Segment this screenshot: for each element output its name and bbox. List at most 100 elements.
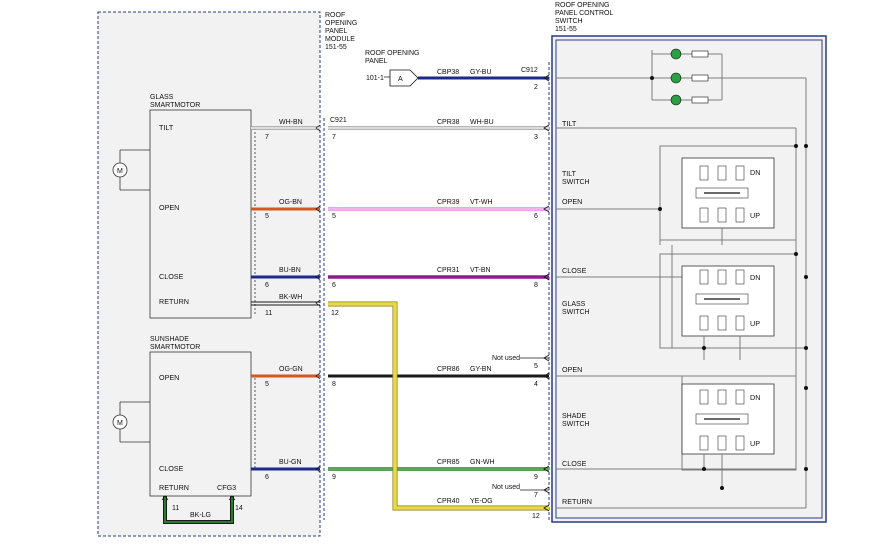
control-switch-title: ROOF OPENING PANEL CONTROL SWITCH 151-55 — [555, 2, 615, 33]
jumper-pin-a: 11 — [172, 505, 179, 512]
resistor-icon-1 — [691, 50, 709, 58]
control-switch-panel-inner — [555, 39, 823, 519]
jumper-pin-b: 14 — [235, 505, 243, 512]
glass-dn: DN — [750, 273, 760, 282]
glass-contact-4 — [699, 315, 709, 331]
not-used-upper: Not used — [492, 355, 520, 362]
right-color-0: WH-BU — [470, 119, 494, 126]
sw-close-label: CLOSE — [562, 266, 587, 275]
glass-contact-5 — [717, 315, 727, 331]
glass-close-label: CLOSE — [159, 272, 184, 281]
right-color-2: VT-BN — [470, 267, 491, 274]
shade-dn: DN — [750, 393, 760, 402]
tilt-contact-2 — [717, 165, 727, 181]
lamp-icon-1 — [670, 48, 682, 60]
jumper-wire-bk-lg-stripe — [164, 496, 233, 523]
left-pin-a-2: 6 — [265, 282, 269, 289]
tilt-up: UP — [750, 211, 760, 220]
resistor-icon-2 — [691, 74, 709, 82]
right-circuit-5: CPR85 — [437, 459, 460, 466]
tilt-switch-outer — [659, 145, 797, 241]
arrow-pin-5 — [543, 354, 550, 362]
ref-101-1: 101-1 — [366, 75, 384, 82]
lamp-1 — [670, 48, 709, 60]
tilt-switch-title: TILT SWITCH — [562, 171, 590, 186]
jumper-arrow-left — [161, 495, 169, 501]
glass-motor-icon — [112, 162, 128, 178]
glass-open-label: OPEN — [159, 203, 179, 212]
left-pin-a-0: 7 — [265, 134, 269, 141]
left-pin-a-3: 11 — [265, 310, 272, 317]
junction-11 — [720, 486, 724, 490]
shade-motor-icon — [112, 414, 128, 430]
left-pin-b-5: 9 — [332, 474, 336, 481]
wire-return-yellow — [328, 301, 549, 511]
right-color-1: VT-WH — [470, 199, 493, 206]
sunshade-motor-title: SUNSHADE SMARTMOTOR — [150, 336, 200, 351]
right-pin-6: 7 — [534, 492, 538, 499]
junction-12 — [702, 467, 706, 471]
right-circuit-2: CPR31 — [437, 267, 460, 274]
left-pin-b-4: 8 — [332, 381, 336, 388]
right-pin-5: 9 — [534, 474, 538, 481]
sunshade-motor-box — [149, 351, 252, 497]
shade-return-label: RETURN — [159, 483, 189, 492]
right-pin-1: 6 — [534, 213, 538, 220]
ref-flag — [389, 69, 419, 87]
left-color-3: BK-WH — [279, 294, 302, 301]
tilt-dn: DN — [750, 168, 760, 177]
tilt-contact-6 — [735, 207, 745, 223]
arrow-pin-4 — [543, 372, 550, 380]
lamp-icon-3 — [670, 94, 682, 106]
lamp-2 — [670, 72, 709, 84]
not-used-lower: Not used — [492, 484, 520, 491]
c921-label: C921 — [330, 117, 347, 124]
wire-return-yellow-fill — [328, 302, 549, 510]
glass-tilt-label: TILT — [159, 123, 174, 132]
arrow-c921-2 — [315, 205, 321, 213]
jumper-arrow-right — [228, 495, 236, 501]
roof-module-title: ROOF OPENING PANEL MODULE 151-55 — [325, 12, 359, 51]
left-pin-b-0: 7 — [332, 134, 336, 141]
top-pin: 2 — [534, 84, 538, 91]
right-pin-0: 3 — [534, 134, 538, 141]
left-pin-b-3: 12 — [331, 310, 339, 317]
left-pin-b-2: 6 — [332, 282, 336, 289]
top-color: GY-BU — [470, 69, 492, 76]
tilt-contact-5 — [717, 207, 727, 223]
arrow-pin-9 — [543, 465, 550, 473]
arrow-pin-2 — [543, 74, 550, 82]
glass-contact-2 — [717, 269, 727, 285]
left-pin-a-5: 6 — [265, 474, 269, 481]
left-color-1: OG-BN — [279, 199, 302, 206]
glass-motor-symbol: M — [117, 168, 123, 175]
right-circuit-4: CPR86 — [437, 366, 460, 373]
glass-motor-title: GLASS SMARTMOTOR — [150, 94, 200, 109]
sw-open2-label: OPEN — [562, 365, 582, 374]
glass-switch-outer — [659, 253, 797, 349]
right-pin-7: 12 — [532, 513, 540, 520]
cfg3-label: CFG3 — [217, 483, 236, 492]
glass-up: UP — [750, 319, 760, 328]
left-wire-labels: WH-BN 7 7 OG-BN 5 5 BU-BN 6 6 BK-WH 11 1… — [265, 119, 339, 481]
right-wire-labels: CBP38 GY-BU 2 CPR38 WH-BU 3 CPR39 VT-WH … — [437, 69, 540, 520]
shade-open-label: OPEN — [159, 373, 179, 382]
junction-10 — [804, 467, 808, 471]
shade-switch-title: SHADE SWITCH — [562, 413, 590, 428]
glass-contact-1 — [699, 269, 709, 285]
jumper-color: BK-LG — [190, 512, 211, 519]
shade-close-label: CLOSE — [159, 464, 184, 473]
c912-label: C912 — [521, 67, 538, 74]
sw-tilt-label: TILT — [562, 119, 577, 128]
shade-contact-4 — [699, 435, 709, 451]
tilt-contact-3 — [735, 165, 745, 181]
right-color-4: GY-BN — [470, 366, 492, 373]
resistor-icon-3 — [691, 96, 709, 104]
arrow-c921-6 — [315, 465, 321, 473]
shade-switch-block: DN UP — [681, 375, 797, 471]
glass-contact-6 — [735, 315, 745, 331]
junction-2 — [804, 144, 808, 148]
arrow-pin-7 — [543, 486, 550, 494]
glass-motor-box — [149, 109, 252, 319]
